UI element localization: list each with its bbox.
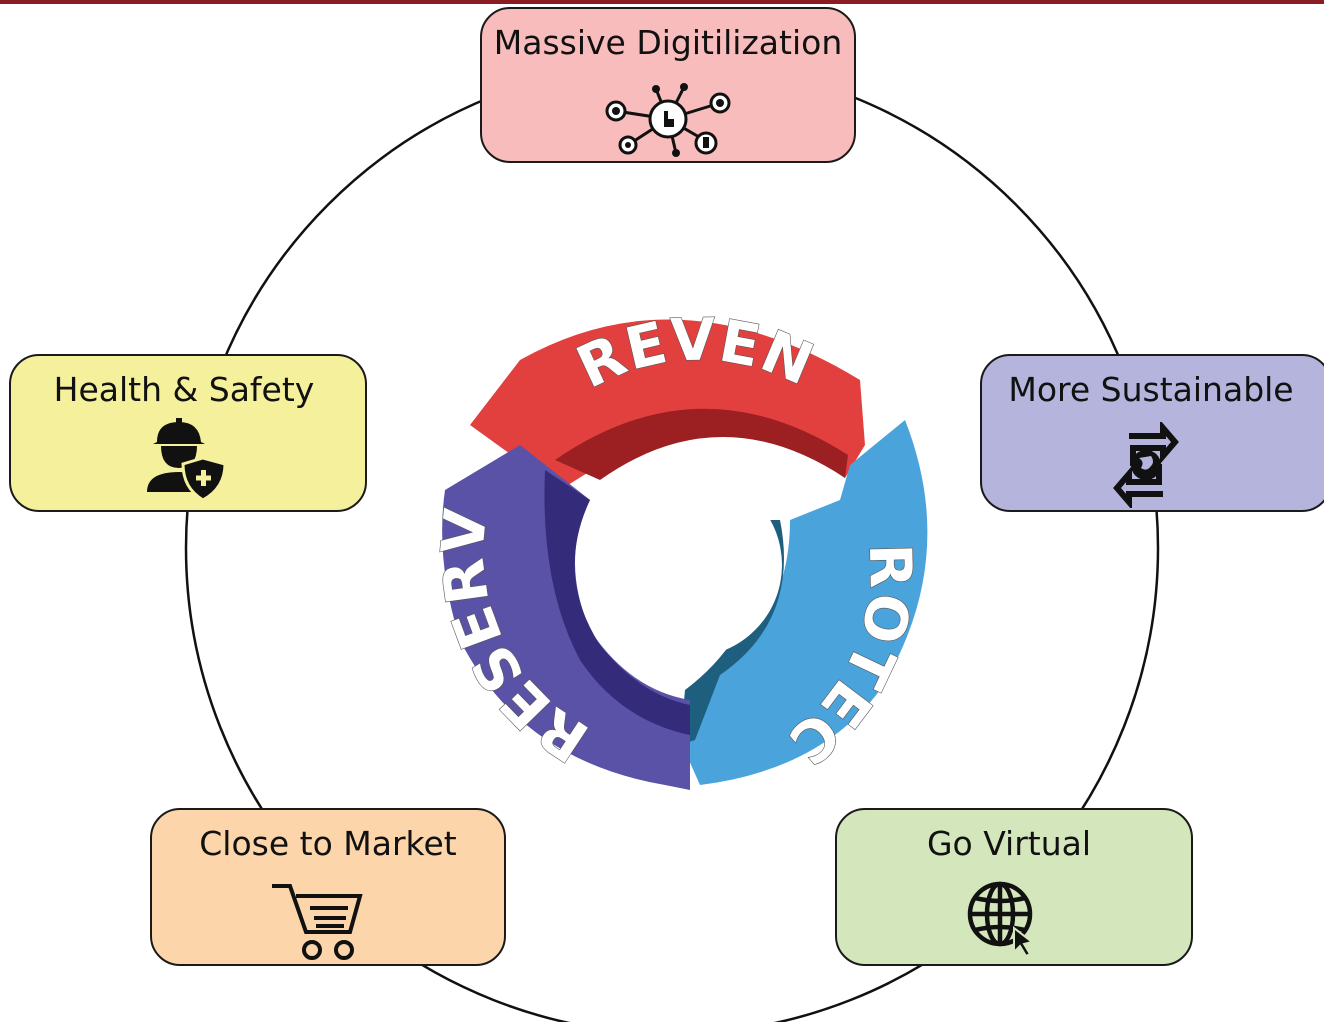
card-label: Go Virtual xyxy=(926,824,1092,863)
card-close-to-market: Close to Market xyxy=(150,808,506,966)
card-health-safety: Health & Safety xyxy=(9,354,367,512)
recycle-globe-icon xyxy=(1111,419,1181,512)
card-more-sustainable: More Sustainable xyxy=(980,354,1324,512)
card-go-virtual: Go Virtual xyxy=(835,808,1193,966)
card-massive-digitilization: Massive Digitilization xyxy=(480,7,856,163)
shopping-cart-icon xyxy=(268,880,364,966)
globe-cursor-icon xyxy=(964,876,1044,960)
card-label: Massive Digitilization xyxy=(493,23,843,62)
center-hole xyxy=(598,473,782,657)
card-label: Health & Safety xyxy=(53,370,315,409)
worker-shield-icon xyxy=(143,414,233,508)
card-label: More Sustainable xyxy=(1008,370,1294,409)
network-hub-icon xyxy=(598,81,738,161)
card-label: Close to Market xyxy=(199,824,457,863)
top-rule xyxy=(0,0,1324,4)
